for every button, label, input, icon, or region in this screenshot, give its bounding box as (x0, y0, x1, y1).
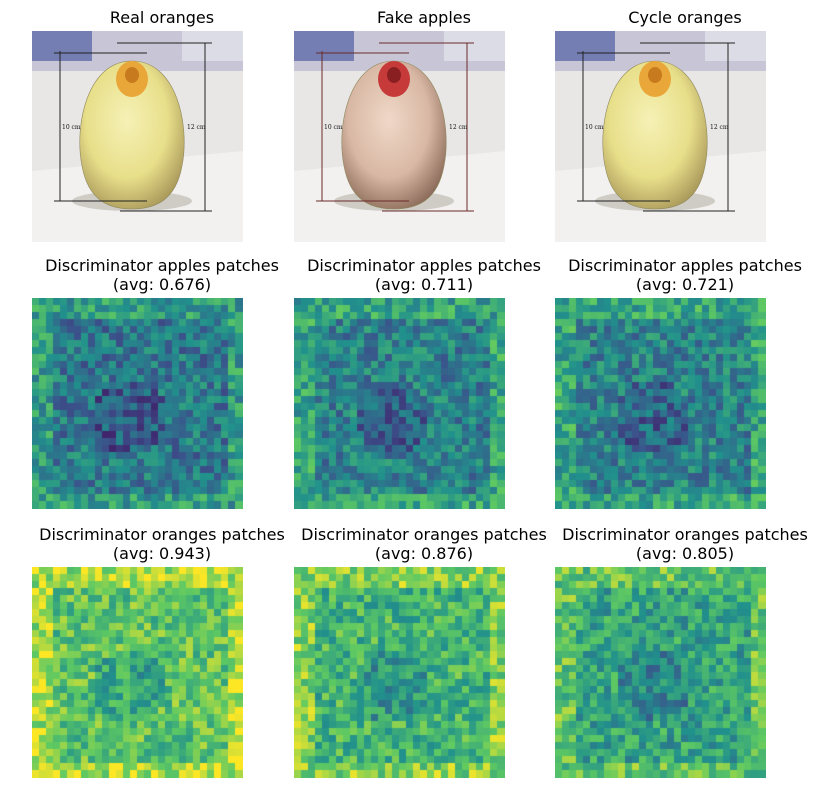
fruit-photo-illustration: 10 cm 12 cm (555, 31, 766, 242)
panel-title: Discriminator apples patches (avg: 0.711… (307, 256, 541, 294)
panel-title: Cycle oranges (628, 8, 742, 27)
heatmap-disc-oranges-2 (294, 567, 505, 778)
panel-title: Discriminator apples patches (avg: 0.721… (568, 256, 802, 294)
photo-cycle-oranges: 10 cm 12 cm (555, 31, 766, 242)
photo-real-oranges: 10 cm 12 cm (32, 31, 243, 242)
heatmap-canvas (32, 567, 243, 778)
heatmap-canvas (555, 298, 766, 509)
panel-title: Discriminator apples patches (avg: 0.676… (45, 256, 279, 294)
panel-title: Discriminator oranges patches (avg: 0.80… (562, 525, 808, 563)
fruit-photo-illustration: 10 cm 12 cm (294, 31, 505, 242)
fruit-photo-illustration: 10 cm 12 cm (32, 31, 243, 242)
heatmap-canvas (32, 298, 243, 509)
heatmap-disc-oranges-1 (32, 567, 243, 778)
measure-label-right: 12 cm (187, 124, 206, 131)
measure-label-left: 10 cm (324, 124, 343, 131)
panel-title: Discriminator oranges patches (avg: 0.87… (301, 525, 547, 563)
measure-label-left: 10 cm (585, 124, 604, 131)
heatmap-canvas (294, 298, 505, 509)
heatmap-canvas (294, 567, 505, 778)
panel-title: Discriminator oranges patches (avg: 0.94… (39, 525, 285, 563)
panel-title: Real oranges (109, 8, 215, 27)
heatmap-disc-apples-2 (294, 298, 505, 509)
heatmap-disc-apples-3 (555, 298, 766, 509)
heatmap-disc-apples-1 (32, 298, 243, 509)
heatmap-canvas (555, 567, 766, 778)
photo-fake-apples: 10 cm 12 cm (294, 31, 505, 242)
measure-label-right: 12 cm (449, 124, 468, 131)
heatmap-disc-oranges-3 (555, 567, 766, 778)
measure-label-right: 12 cm (710, 124, 729, 131)
panel-title: Fake apples (377, 8, 471, 27)
measure-label-left: 10 cm (62, 124, 81, 131)
